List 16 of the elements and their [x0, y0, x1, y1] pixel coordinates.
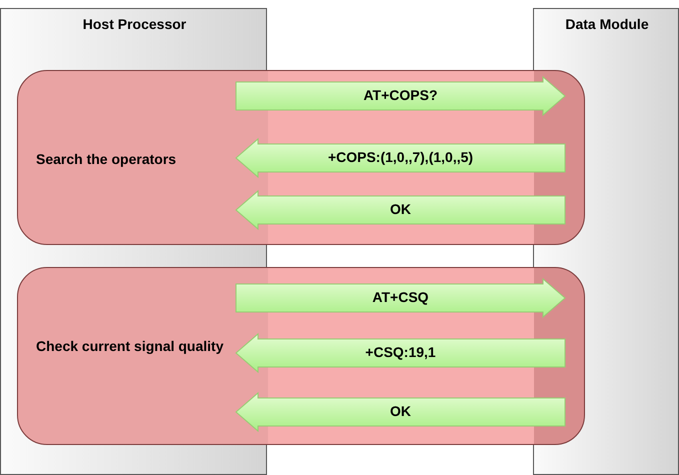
edge-label: +CSQ:19,1	[365, 344, 436, 360]
edge-label: OK	[390, 201, 411, 217]
block-arrow	[235, 190, 566, 230]
step-label: Search the operators	[36, 151, 178, 167]
edge-label: OK	[390, 403, 411, 419]
block-arrow	[236, 76, 566, 116]
edge-label: AT+COPS?	[363, 87, 438, 103]
edge-label: +COPS:(1,0,,7),(1,0,,5)	[328, 149, 474, 165]
block-arrow	[235, 392, 566, 432]
step-label: Check current signal quality	[36, 338, 224, 354]
block-arrow	[235, 138, 566, 178]
lane-title: Data Module	[564, 16, 650, 32]
block-arrow	[235, 332, 566, 374]
block-arrow	[236, 278, 566, 318]
lane-title: Host Processor	[82, 16, 188, 32]
edge-label: AT+CSQ	[372, 289, 429, 305]
